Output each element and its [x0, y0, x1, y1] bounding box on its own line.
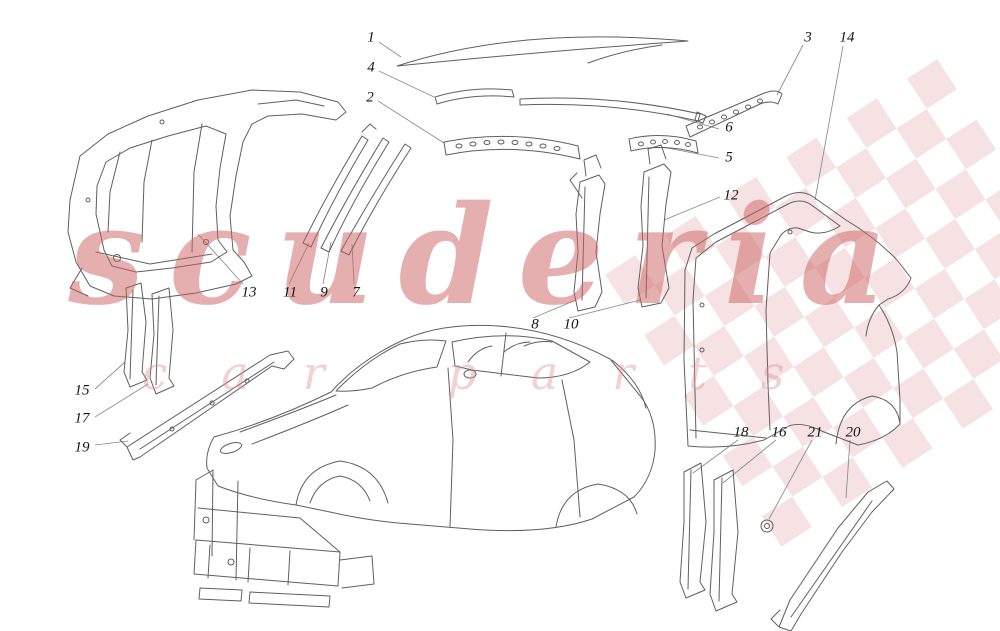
- left-pillar-part-drawings: [123, 282, 175, 395]
- roof-panel-drawing: [396, 36, 689, 67]
- vehicle-body-drawing: [193, 324, 656, 608]
- leader-lines: [94, 41, 851, 520]
- windscreen-rail-drawings: [434, 88, 707, 124]
- left-bodyside-frame-drawing: [67, 89, 347, 300]
- cant-rail-drawing: [685, 90, 783, 138]
- grommet-drawing: [760, 519, 774, 533]
- right-sill-drawing: [770, 480, 895, 631]
- rear-header-rail-drawing: [628, 134, 699, 154]
- b-pillar-panel-drawings: [569, 144, 672, 312]
- left-sill-drawing: [119, 350, 295, 461]
- perforated-rail-drawing: [443, 135, 581, 160]
- right-outer-panel-drawing: [683, 192, 912, 448]
- right-pillar-part-drawings: [679, 462, 739, 612]
- a-pillar-trim-drawings: [302, 123, 412, 256]
- checkered-flag-watermark: [605, 59, 1000, 547]
